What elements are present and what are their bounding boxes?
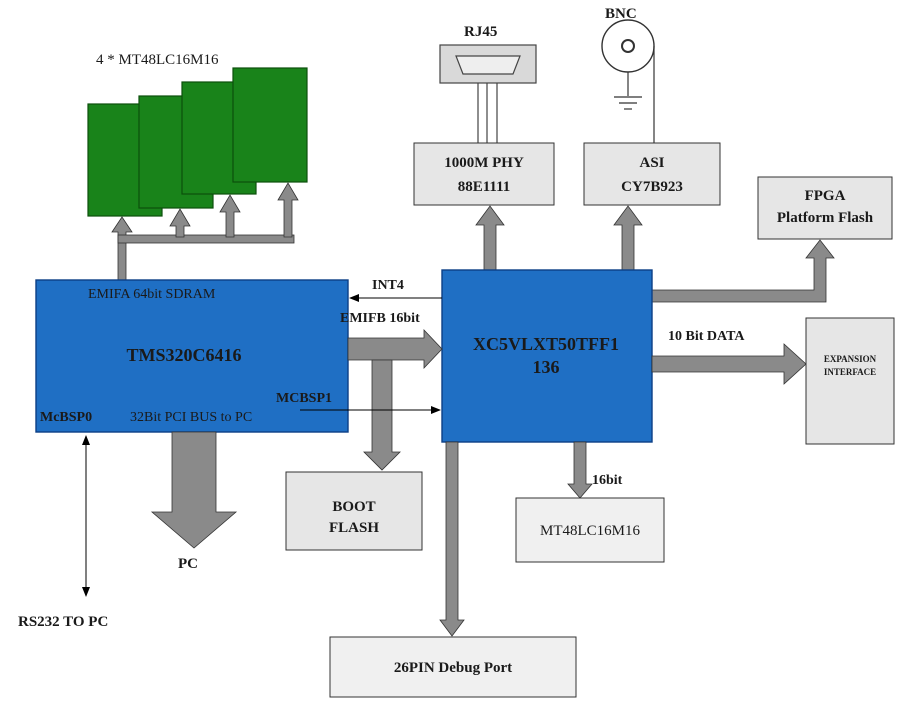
asi-line2: CY7B923 [621,179,683,195]
expansion-line1: EXPANSION [824,354,877,364]
phy-bus-arrow [475,205,505,271]
bnc-label: BNC [605,6,637,22]
rj45-connector-icon: RJ45 [439,24,537,143]
debug-port-box: 26PIN Debug Port [329,636,577,698]
phy-line1: 1000M PHY [444,155,524,171]
boot-line2: FLASH [329,520,379,536]
sdram-group-label: 4 * MT48LC16M16 [96,52,219,68]
bnc-connector-icon: BNC [601,6,655,143]
debug-port-label: 26PIN Debug Port [394,660,512,676]
asi-box: ASI CY7B923 [583,142,721,206]
sdram-bus-arrow [169,208,191,238]
expansion-interface-box: EXPANSION INTERFACE [805,317,895,445]
sdram-bus-arrow [219,194,241,238]
boot-flash-box: BOOT FLASH [285,471,423,551]
int4-connection: INT4 [349,278,442,302]
emifb-label: EMIFB 16bit [340,311,420,326]
rj45-label: RJ45 [464,24,497,40]
pci-bus: PC [150,431,238,572]
sdram-bus-arrow [277,182,299,238]
pci-bus-label: 32Bit PCI BUS to PC [130,410,252,425]
sdram-chip-group: 4 * MT48LC16M16 [87,52,308,217]
debug-port-bus-arrow [439,441,465,637]
rs232-connection: RS232 TO PC [18,435,108,630]
expansion-bus-arrow [651,343,807,385]
expansion-line2: INTERFACE [824,367,876,377]
fpga-sdram-box: MT48LC16M16 [515,497,665,563]
ground-icon [614,96,642,110]
boot-line1: BOOT [332,499,375,515]
mcbsp0-label: McBSP0 [40,410,92,425]
int4-label: INT4 [372,278,404,293]
fpga-up-arrows [475,205,835,303]
dsp-block: EMIFA 64bit SDRAM TMS320C6416 MCBSP1 McB… [35,279,349,433]
emifb-bus [347,328,443,471]
fpga-sdram-label: MT48LC16M16 [540,523,641,539]
sdram-bus-horizontal [117,234,295,244]
fpga-flash-line1: FPGA [805,188,846,204]
fpga-sdram-bus-arrow [567,441,593,499]
fpga-line1: XC5VLXT50TFF1 [473,334,619,354]
rs232-label: RS232 TO PC [18,614,108,630]
dsp-name: TMS320C6416 [126,345,241,365]
fpga-block: XC5VLXT50TFF1 136 [441,269,653,443]
emifb-bus-arrow [347,328,443,370]
phy-line2: 88E1111 [458,179,511,195]
emifa-label: EMIFA 64bit SDRAM [88,287,216,302]
fpga-platform-flash-box: FPGA Platform Flash [757,176,893,240]
flash-bus-arrow [651,239,835,303]
asi-line1: ASI [639,155,664,171]
fpga-line2: 136 [533,357,560,377]
expansion-bus: 10 Bit DATA [651,329,807,385]
asi-bus-arrow [613,205,643,271]
pci-bus-arrow [150,431,238,549]
phy-box: 1000M PHY 88E1111 [413,142,555,206]
boot-flash-bus-arrow [363,359,401,471]
sixteen-bit-label: 16bit [592,473,623,488]
mcbsp1-label: MCBSP1 [276,391,332,406]
fpga-sdram-bus: 16bit [567,441,623,499]
pc-label: PC [178,556,198,572]
fpga-flash-line2: Platform Flash [777,210,874,226]
ten-bit-data-label: 10 Bit DATA [668,329,745,344]
sdram-chip-4 [232,67,308,183]
sdram-bus-arrow [111,216,133,281]
